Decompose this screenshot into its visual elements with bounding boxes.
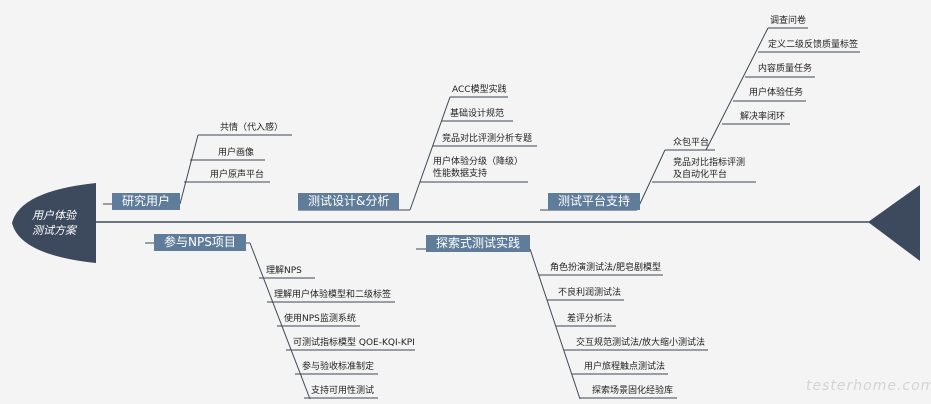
leaf-design-4-line1: 用户体验分级（降级） <box>433 157 524 167</box>
branch-nps: 参与NPS项目 <box>154 234 246 251</box>
leaf-nps-2: 理解用户体验模型和二级标签 <box>274 290 392 300</box>
leaf-design-4: 用户体验分级（降级） 性能数据支持 <box>433 156 523 180</box>
leaf-crowd-3: 内容质量任务 <box>758 64 813 74</box>
leaf-design-3: 竞品对比评测分析专题 <box>442 134 533 144</box>
watermark: testerhome.com <box>806 378 931 394</box>
leaf-explore-2: 不良利润测试法 <box>558 288 622 298</box>
center-title-line2: 测试方案 <box>32 224 76 237</box>
center-title: 用户体验 测试方案 <box>19 208 89 238</box>
leaf-explore-3: 差评分析法 <box>567 314 613 324</box>
fish-head-shape <box>12 183 96 263</box>
leaf-design-4-line2: 性能数据支持 <box>433 169 488 179</box>
branch-platform: 测试平台支持 <box>548 193 641 210</box>
leaf-nps-3: 使用NPS监测系统 <box>284 314 356 324</box>
fish-head: 用户体验 测试方案 <box>12 183 96 263</box>
leaf-research-2: 用户画像 <box>218 148 255 158</box>
leaf-crowd-5: 解决率闭环 <box>740 112 786 122</box>
leaf-crowd-1: 调查问卷 <box>770 16 807 26</box>
center-title-line1: 用户体验 <box>32 209 76 222</box>
leaf-research-1: 共情（代入感） <box>220 123 284 133</box>
leaf-explore-1: 角色扮演测试法/肥皂剧模型 <box>550 263 662 273</box>
branch-design: 测试设计&分析 <box>298 193 400 210</box>
leaf-nps-5: 参与验收标准制定 <box>302 362 375 372</box>
leaf-crowd-2: 定义二级反馈质量标签 <box>768 40 859 50</box>
leaf-explore-5: 用户旅程触点测试法 <box>584 362 666 372</box>
leaf-platform-crowd: 众包平台 <box>673 138 710 148</box>
leaf-nps-1: 理解NPS <box>266 266 302 276</box>
leaf-crowd-4: 用户体验任务 <box>749 88 804 98</box>
leaf-design-2: 基础设计规范 <box>450 109 505 119</box>
branch-research: 研究用户 <box>112 193 181 210</box>
leaf-platform-competitor-line2: 及自动化平台 <box>673 170 728 180</box>
leaf-design-1: ACC模型实践 <box>452 85 507 95</box>
leaf-platform-competitor: 竞品对比指标评测 及自动化平台 <box>673 157 745 181</box>
leaf-nps-6: 支持可用性测试 <box>311 386 375 396</box>
leaf-explore-6: 探索场景固化经验库 <box>592 386 674 396</box>
branch-explore: 探索式测试实践 <box>426 235 531 252</box>
leaf-research-3: 用户原声平台 <box>210 170 265 180</box>
leaf-nps-4: 可测试指标模型 QOE-KQI-KPI <box>293 338 415 348</box>
leaf-explore-4: 交互规范测试法/放大缩小测试法 <box>576 338 706 348</box>
fish-tail <box>868 185 920 261</box>
leaf-platform-competitor-line1: 竞品对比指标评测 <box>673 158 746 168</box>
